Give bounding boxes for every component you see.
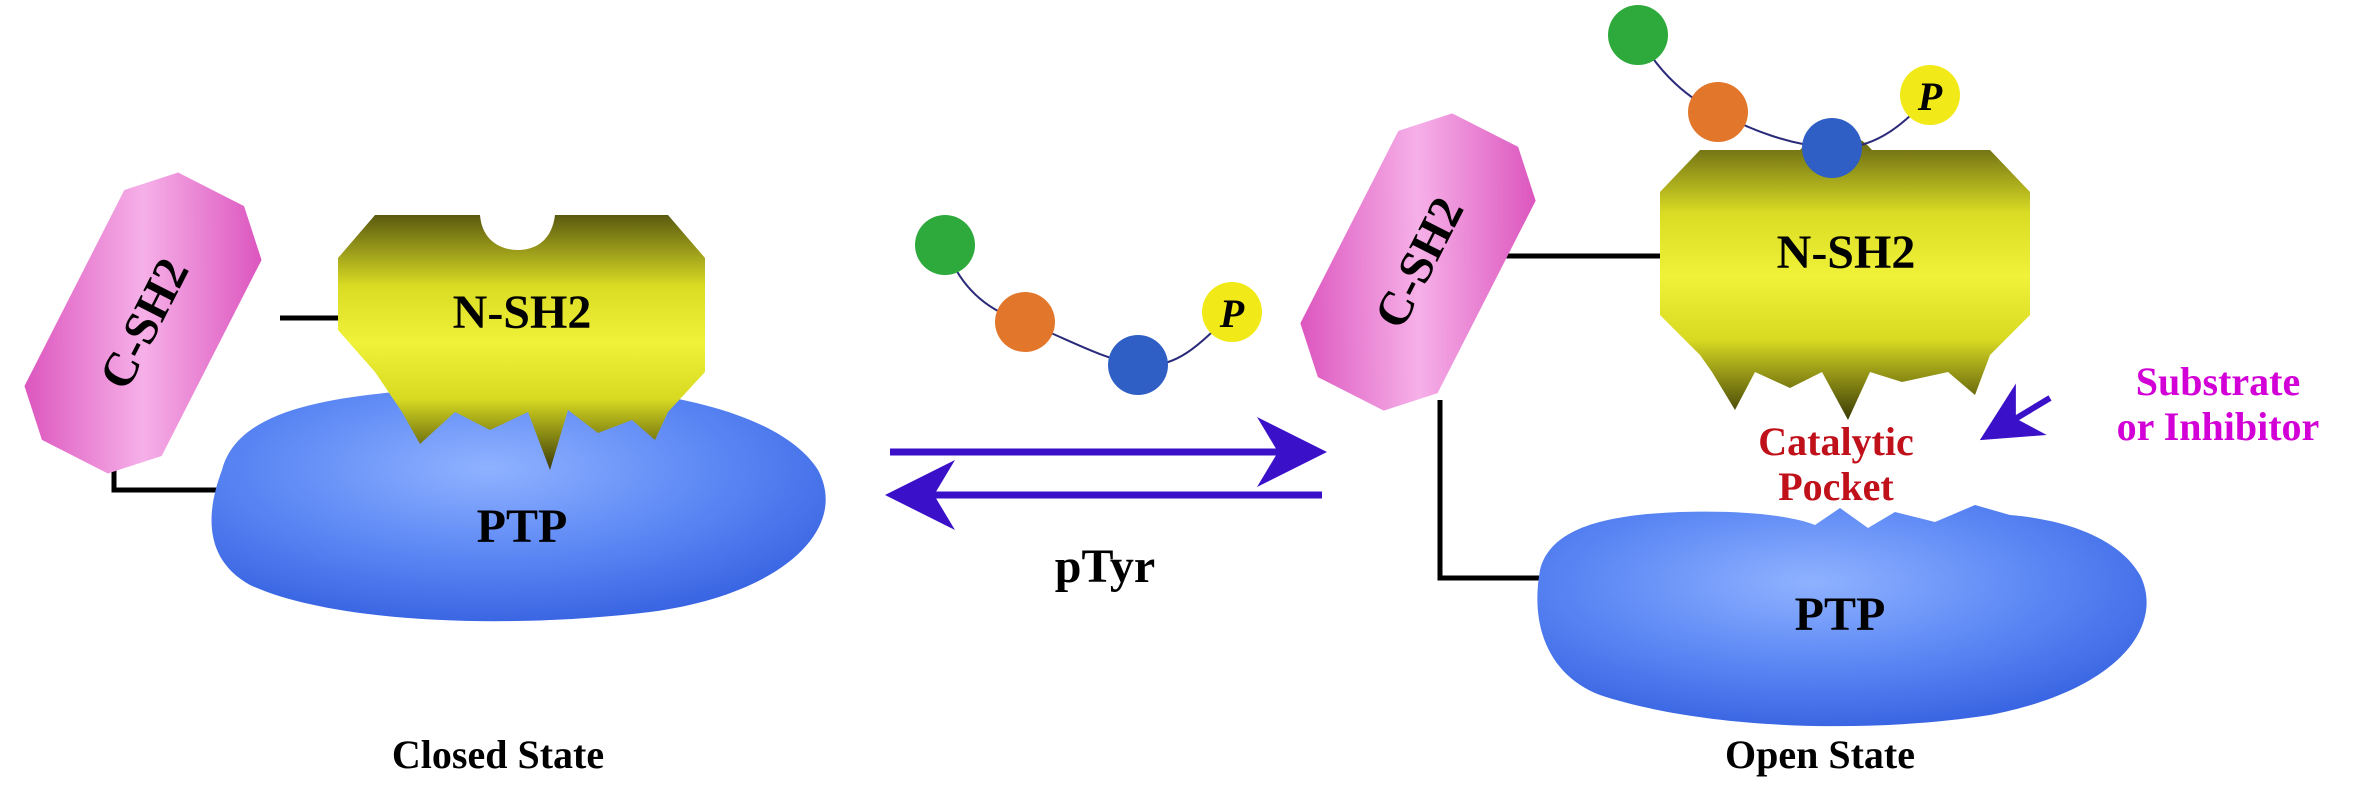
open-csh2-domain bbox=[1300, 113, 1536, 411]
ptyr-bead-orange bbox=[995, 292, 1055, 352]
closed-nsh2-domain bbox=[338, 215, 705, 470]
equilibrium: P pTyr bbox=[885, 215, 1327, 593]
catalytic-pocket-label-line2: Pocket bbox=[1778, 464, 1894, 509]
closed-csh2-domain bbox=[24, 172, 262, 474]
bound-phosphate-label: P bbox=[1917, 74, 1943, 119]
open-linker-csh2-ptp bbox=[1437, 400, 1545, 581]
ptyr-bead-blue bbox=[1108, 335, 1168, 395]
closed-state-caption: Closed State bbox=[392, 732, 604, 777]
closed-nsh2-label: N-SH2 bbox=[453, 286, 592, 339]
ptyr-peptide-backbone bbox=[944, 244, 1233, 367]
bound-peptide-backbone bbox=[1637, 34, 1931, 150]
bound-bead-orange bbox=[1688, 82, 1748, 142]
substrate-label-line2: or Inhibitor bbox=[2117, 404, 2320, 449]
catalytic-pocket-label-line1: Catalytic bbox=[1758, 419, 1914, 464]
open-state: P C-SH2 N-SH2 Catalytic Pocket PTP Subst… bbox=[1300, 5, 2320, 777]
ptyr-phosphate-label: P bbox=[1219, 291, 1245, 336]
open-state-caption: Open State bbox=[1725, 732, 1915, 777]
ptyr-phosphate-bead bbox=[1202, 282, 1262, 342]
bound-bead-green bbox=[1608, 5, 1668, 65]
closed-ptp-domain bbox=[211, 385, 826, 622]
open-nsh2-domain bbox=[1660, 133, 2030, 420]
open-nsh2-label: N-SH2 bbox=[1777, 226, 1916, 279]
open-ptp-domain bbox=[1537, 505, 2147, 727]
closed-state: C-SH2 N-SH2 PTP Closed State bbox=[24, 172, 826, 777]
closed-ptp-label: PTP bbox=[477, 500, 568, 553]
ptyr-label: pTyr bbox=[1055, 540, 1155, 593]
open-ptp-label: PTP bbox=[1795, 588, 1886, 641]
bound-bead-blue bbox=[1802, 118, 1862, 178]
substrate-label-line1: Substrate bbox=[2136, 359, 2300, 404]
ptyr-bead-green bbox=[915, 215, 975, 275]
bound-phosphate-bead bbox=[1900, 65, 1960, 125]
substrate-arrow bbox=[1979, 383, 2052, 441]
